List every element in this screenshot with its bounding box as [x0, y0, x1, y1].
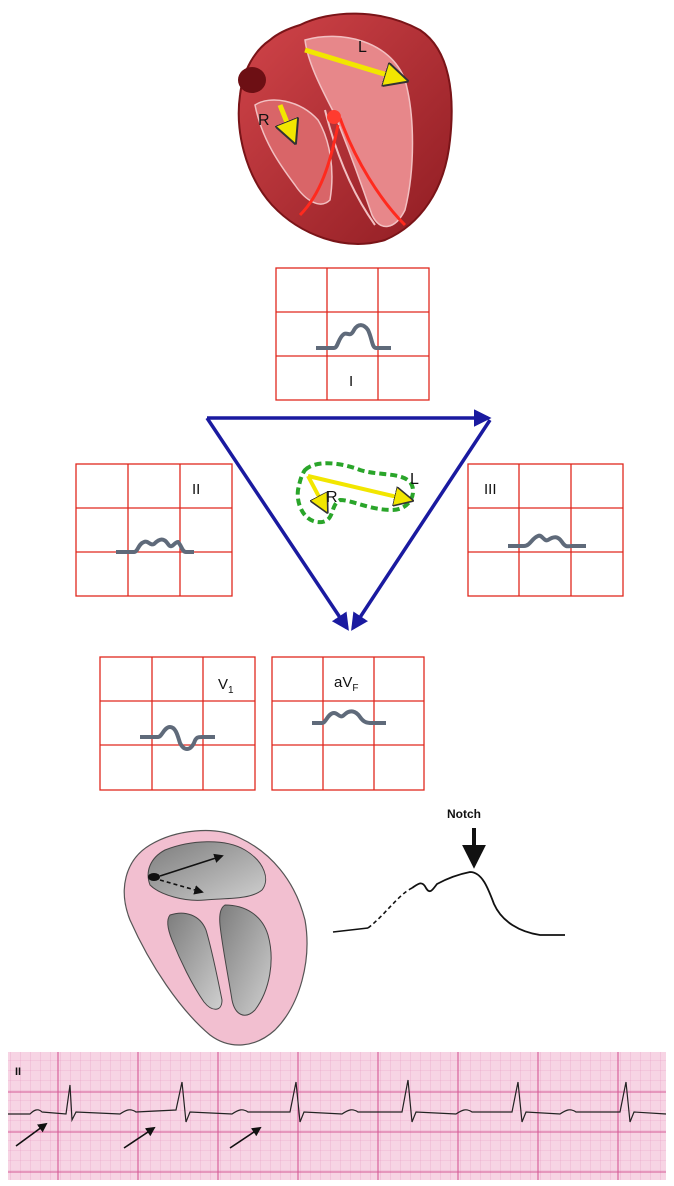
heart-label-right: R [258, 112, 270, 129]
lead-v1-box: V1 [100, 657, 255, 790]
vector-label-r: R [326, 489, 338, 506]
top-heart-illustration: L R [238, 14, 452, 244]
rhythm-strip: II [8, 1052, 666, 1180]
bottom-heart-sa-node [148, 873, 160, 881]
notch-waveform-dashed [368, 888, 412, 928]
lead-ii-box: II [76, 464, 232, 596]
lead-ii-label: II [192, 481, 200, 498]
lead-i-label: I [349, 373, 353, 390]
notch-label: Notch [447, 807, 481, 821]
lead-avf-box: aVF [272, 657, 424, 790]
notch-waveform-solid-start [333, 928, 368, 932]
heart-label-left: L [358, 39, 367, 56]
vector-arrow-l [308, 476, 410, 500]
vector-loop: R L [298, 463, 419, 522]
rhythm-strip-lead-label: II [15, 1066, 21, 1078]
einthoven-triangle: R L [207, 418, 490, 628]
notch-waveform-solid [412, 872, 565, 935]
bottom-heart-illustration [124, 831, 307, 1045]
rhythm-strip-minor-grid [8, 1052, 666, 1180]
notch-panel: Notch [333, 807, 565, 935]
lead-ii-frame [76, 464, 232, 596]
lead-v1-frame [100, 657, 255, 790]
lead-i-box: I [276, 268, 429, 400]
lead-iii-label: III [484, 481, 497, 498]
lead-iii-box: III [468, 464, 623, 596]
heart-dark-atrium [238, 67, 266, 93]
vector-label-l: L [410, 471, 419, 488]
heart-av-node [327, 110, 341, 124]
